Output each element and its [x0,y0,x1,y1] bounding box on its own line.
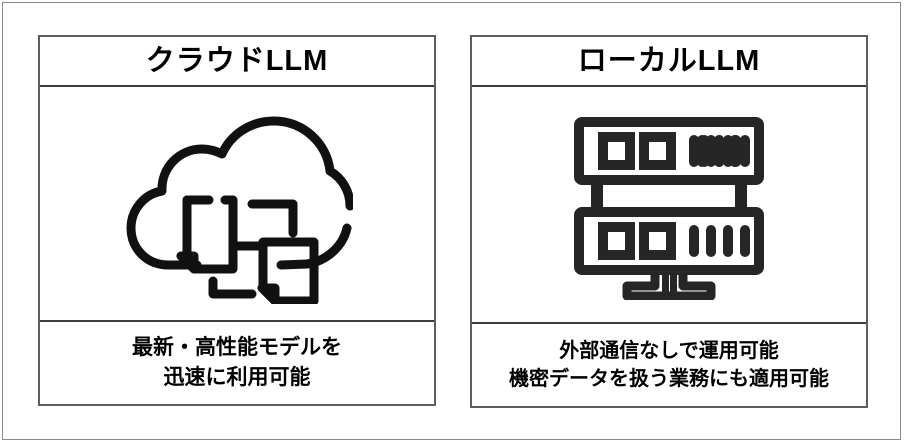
panel-local-llm-body [472,87,866,324]
panel-cloud-llm-caption-line-1: 最新・高性能モデルを [132,336,342,360]
cloud-documents-icon [121,104,353,304]
panel-local-llm: ローカルLLM [470,35,868,408]
server-rack-icon [569,110,769,300]
panel-local-llm-caption-line-2: 機密データを扱う業務にも適用可能 [509,368,829,390]
panel-local-llm-caption: 外部通信なしで運用可能 機密データを扱う業務にも適用可能 [472,324,866,406]
panel-cloud-llm-title: クラウドLLM [145,44,329,77]
panel-local-llm-title: ローカルLLM [577,44,761,77]
panel-local-llm-caption-line-1: 外部通信なしで運用可能 [559,339,779,362]
panel-cloud-llm-caption-line-2: 迅速に利用可能 [163,366,311,389]
panel-cloud-llm-body [40,87,434,322]
panel-cloud-llm: クラウドLLM [38,35,436,406]
panel-local-llm-header: ローカルLLM [472,37,866,87]
panel-cloud-llm-caption: 最新・高性能モデルを 迅速に利用可能 [40,322,434,404]
panel-container: クラウドLLM [3,3,902,441]
panel-cloud-llm-header: クラウドLLM [40,37,434,87]
